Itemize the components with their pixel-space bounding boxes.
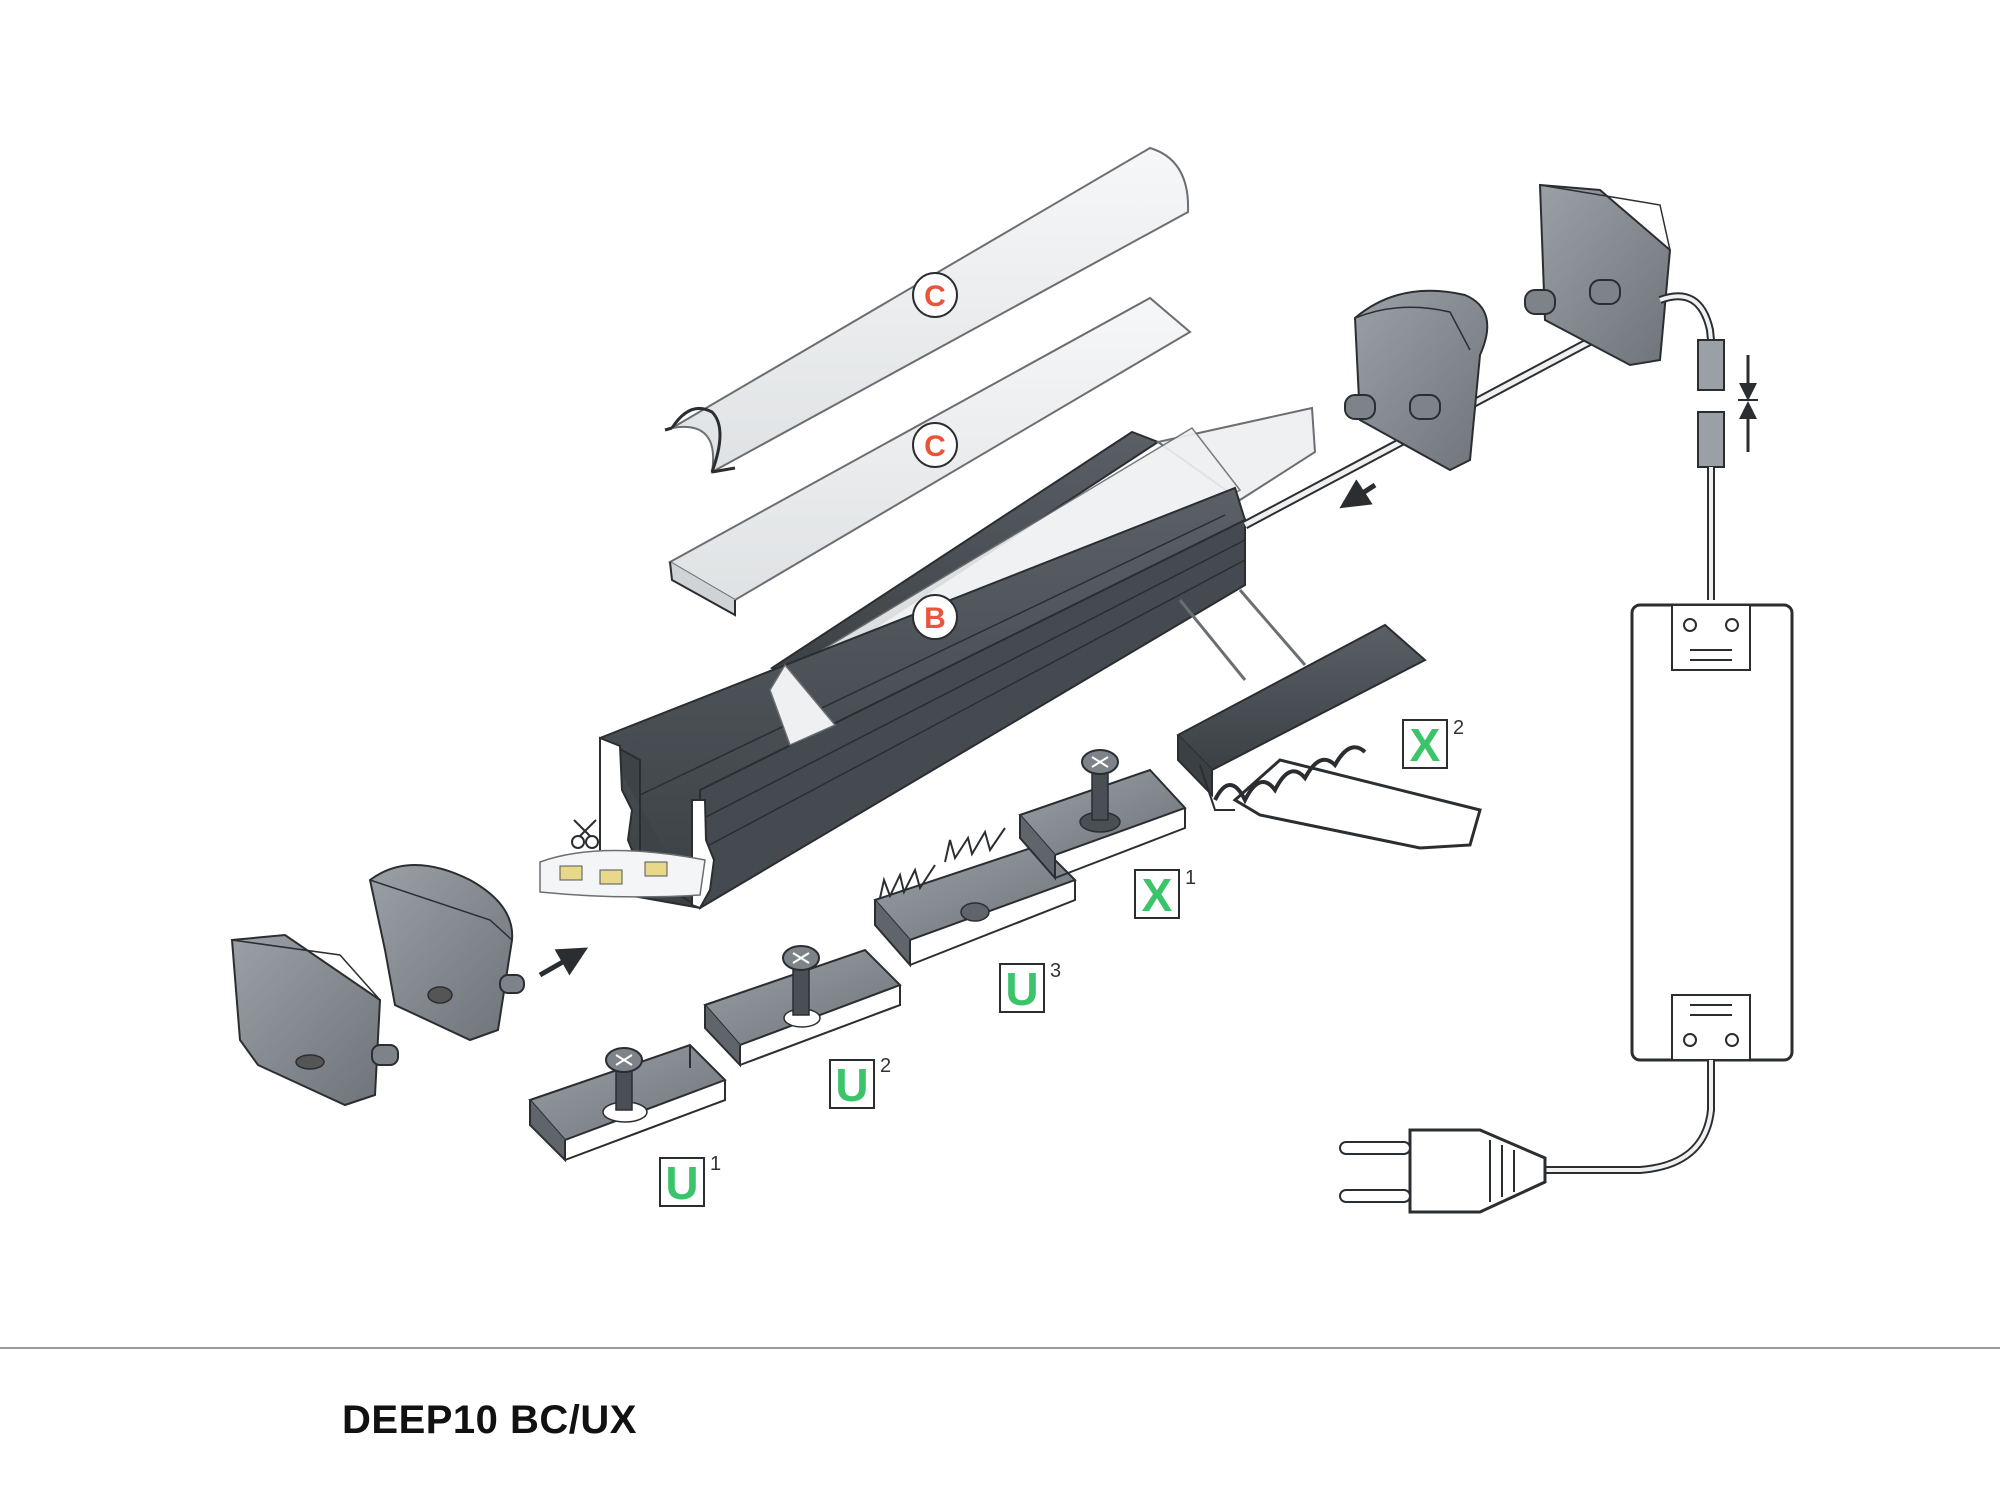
insert-arrow-front-icon: [538, 947, 589, 978]
mount-clip-u2: [703, 945, 902, 1068]
label-round-cover-text: C: [924, 280, 946, 313]
end-cap-rear-2: [1524, 183, 1672, 367]
plug-icon: [1339, 1128, 1547, 1214]
label-u2-text: U: [835, 1059, 868, 1111]
label-u2: U 2: [829, 1055, 891, 1111]
aluminium-profile: [599, 486, 1247, 910]
power-supply: [1630, 603, 1794, 1062]
end-cap-front-1: [230, 933, 399, 1107]
label-u2-sup: 2: [880, 1055, 891, 1077]
label-u3-text: U: [1005, 963, 1038, 1015]
scissors-icon: [571, 819, 599, 849]
label-x1: X 1: [1134, 867, 1196, 921]
mount-clip-x1: [1018, 749, 1187, 881]
product-title: DEEP10 BC/UX: [342, 1398, 637, 1442]
label-u3: U 3: [999, 960, 1061, 1015]
screw-icon-x1: [1091, 756, 1109, 768]
screw-icon-u2: [792, 952, 810, 964]
mains-cable: [1530, 1060, 1715, 1174]
label-flat-cover: C: [912, 422, 958, 468]
label-x2: X 2: [1402, 717, 1464, 771]
label-base-strip-text: B: [924, 602, 946, 635]
end-cap-rear-1: [1344, 289, 1489, 472]
screw-icon-u1: [615, 1054, 633, 1066]
footer-divider: [0, 1347, 2000, 1349]
label-x1-sup: 1: [1185, 867, 1196, 889]
mount-clip-x2: [1176, 589, 1482, 850]
press-arrows-icon: [1738, 355, 1758, 452]
label-base-strip: B: [912, 594, 958, 640]
led-strip: [539, 849, 706, 898]
label-x2-sup: 2: [1453, 717, 1464, 739]
label-u1-sup: 1: [710, 1153, 721, 1175]
label-flat-cover-text: C: [924, 430, 946, 463]
insert-arrow-rear-icon: [1339, 479, 1377, 509]
label-round-cover: C: [912, 272, 958, 318]
label-x2-text: X: [1410, 719, 1441, 771]
label-u1-text: U: [665, 1157, 698, 1209]
end-cap-front-2: [368, 864, 525, 1042]
label-u1: U 1: [659, 1153, 721, 1209]
cable-connector: [1658, 292, 1725, 600]
label-u3-sup: 3: [1050, 960, 1061, 982]
label-x1-text: X: [1142, 869, 1173, 921]
mount-clip-u1: [528, 1043, 727, 1163]
mount-clip-u3: [873, 827, 1077, 968]
